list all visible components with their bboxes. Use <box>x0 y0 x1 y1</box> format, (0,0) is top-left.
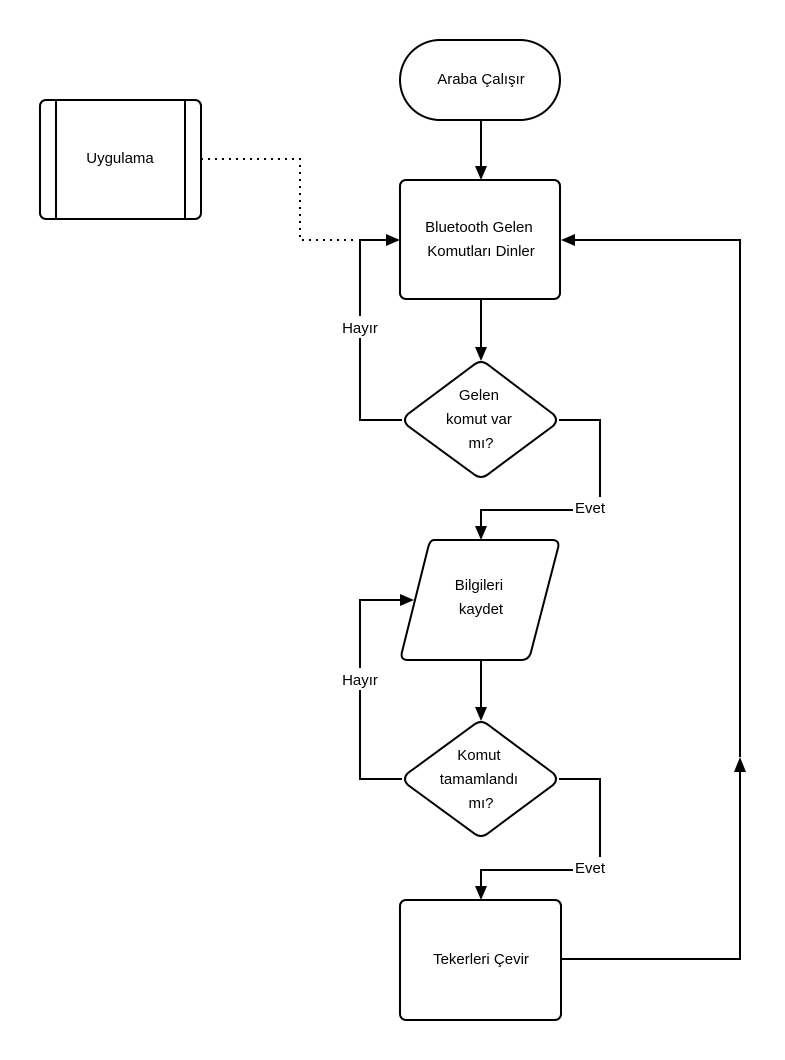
edge-save-to-decision-complete <box>475 660 487 721</box>
edge-listen-to-decision-command <box>475 299 487 361</box>
app-label: Uygulama <box>86 150 154 167</box>
edge-label-no-1: Hayır <box>336 316 384 338</box>
start-terminator: Araba Çalışır <box>399 39 561 121</box>
edge-app-to-listen <box>201 158 358 241</box>
edge-label-no-2: Hayır <box>336 668 384 690</box>
save-data-parallelogram: Bilgileri kaydet <box>400 539 560 661</box>
decision-command-label: Gelen komut var mı? <box>446 387 516 452</box>
turn-wheels-label: Tekerleri Çevir <box>433 951 529 968</box>
decision-complete-diamond: Komut tamamlandı mı? <box>404 721 557 837</box>
edge-label-yes-2: Evet <box>573 857 627 879</box>
start-label: Araba Çalışır <box>437 71 525 88</box>
edge-label-yes-1: Evet <box>573 497 627 519</box>
svg-text:Evet: Evet <box>575 860 606 877</box>
turn-wheels-process-box: Tekerleri Çevir <box>399 899 562 1021</box>
edge-start-to-listen <box>475 120 487 180</box>
listen-label: Bluetooth Gelen Komutları Dinler <box>425 219 537 260</box>
edge-turn-wheels-loop <box>561 234 746 960</box>
svg-text:Hayır: Hayır <box>342 672 378 689</box>
svg-text:Evet: Evet <box>575 500 606 517</box>
svg-text:Hayır: Hayır <box>342 320 378 337</box>
decision-complete-label: Komut tamamlandı mı? <box>440 747 523 812</box>
save-label: Bilgileri kaydet <box>455 577 508 618</box>
listen-process-box: Bluetooth Gelen Komutları Dinler <box>399 179 561 300</box>
decision-command-diamond: Gelen komut var mı? <box>404 361 557 478</box>
app-predefined-process: Uygulama <box>39 99 202 220</box>
